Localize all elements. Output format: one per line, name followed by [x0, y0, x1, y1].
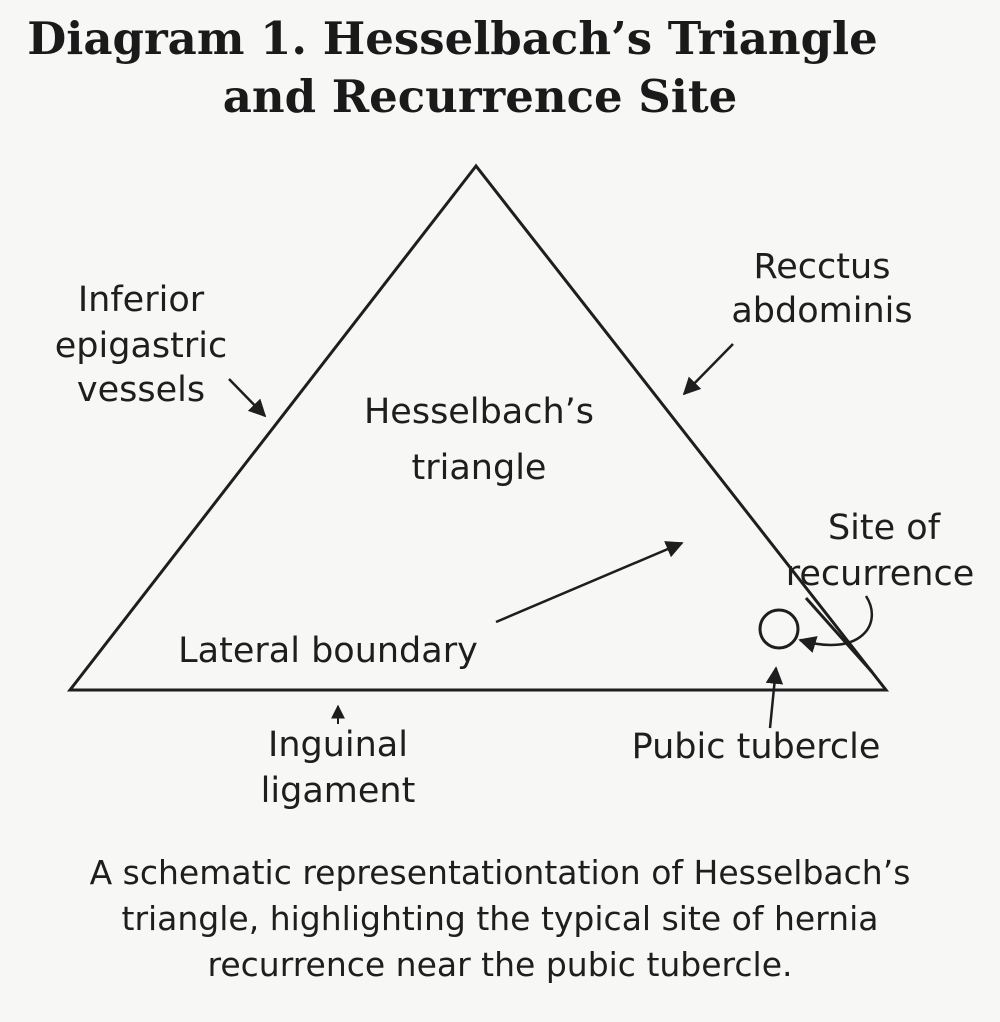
label-line: Inferior	[78, 280, 205, 320]
hesselbach-triangle-outline	[66, 163, 890, 692]
lateral-boundary-arrow	[495, 541, 684, 624]
recurrence-marker-line	[804, 597, 874, 673]
inferior-epigastric-vessels-label: Inferior epigastric vessels	[55, 280, 227, 410]
label-line: Inguinal	[268, 725, 408, 765]
label-line: recurrence	[786, 554, 974, 594]
inguinal-ligament-label: Inguinal ligament	[261, 725, 416, 811]
caption-line-1: A schematic representationtation of Hess…	[89, 853, 911, 892]
label-line: epigastric	[55, 326, 227, 366]
rectus-abdominis-arrow	[682, 343, 734, 396]
site-of-recurrence-label: Site of recurrence	[786, 508, 974, 594]
inferior-epigastric-arrow	[228, 378, 267, 418]
recurrence-site-circle	[758, 608, 800, 650]
label-line: Hesselbach’s	[364, 392, 594, 432]
label-line: ligament	[261, 771, 416, 811]
title-line-1: Diagram 1. Hesselbach’s Triangle	[27, 12, 878, 65]
caption-line-3: recurrence near the pubic tubercle.	[207, 945, 793, 984]
rectus-abdominis-label: Recctus abdominis	[731, 247, 912, 331]
caption-line-2: triangle, highlighting the typical site …	[121, 899, 879, 938]
pubic-tubercle-label: Pubic tubercle	[632, 727, 881, 767]
pubic-tubercle-arrow	[765, 666, 784, 729]
diagram-title: Diagram 1. Hesselbach’s Triangle and Rec…	[0, 10, 1000, 126]
lateral-boundary-label: Lateral boundary	[178, 631, 478, 671]
label-line: triangle	[412, 448, 547, 488]
label-line: Site of	[828, 508, 941, 548]
site-of-recurrence-arrow	[798, 595, 873, 653]
hesselbach-triangle-label: Hesselbach’s triangle	[364, 392, 594, 488]
label-line: abdominis	[731, 291, 912, 331]
label-line: Recctus	[754, 247, 891, 287]
diagram-caption: A schematic representationtation of Hess…	[0, 850, 1000, 988]
title-line-2: and Recurrence Site	[222, 70, 738, 123]
label-line: vessels	[77, 370, 205, 410]
